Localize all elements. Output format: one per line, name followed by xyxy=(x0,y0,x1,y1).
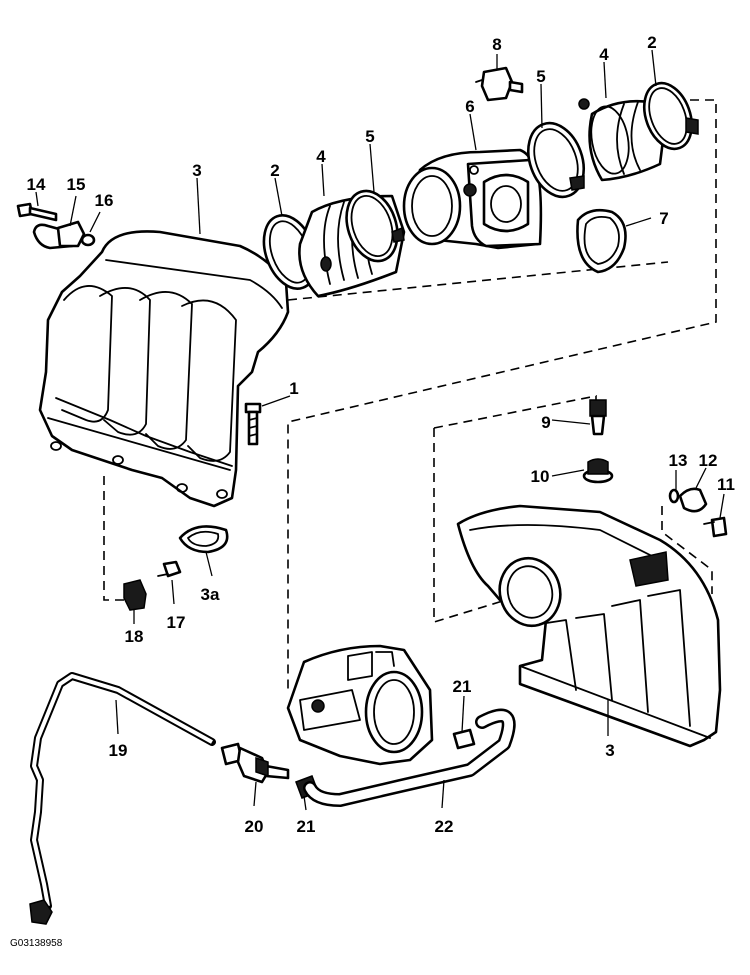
callout-18: 18 xyxy=(125,627,144,646)
throttle-body-lower-part xyxy=(286,644,434,766)
callout-5-left: 5 xyxy=(365,127,374,146)
drawing-code: G03138958 xyxy=(10,938,63,949)
fittings-17-18 xyxy=(123,560,182,611)
callout-5-right: 5 xyxy=(536,67,545,86)
callout-22: 22 xyxy=(435,817,454,836)
callout-3-upper: 3 xyxy=(192,161,201,180)
callout-13: 13 xyxy=(669,451,688,470)
callout-2-right: 2 xyxy=(647,33,656,52)
idle-valve-8-part xyxy=(475,66,524,102)
callout-12: 12 xyxy=(699,451,718,470)
callout-15: 15 xyxy=(67,175,86,194)
callout-4-right: 4 xyxy=(599,45,609,64)
clamp-5-right xyxy=(527,121,585,199)
vacuum-line-19-part xyxy=(29,672,216,925)
callout-4-left: 4 xyxy=(316,147,326,166)
fittings-11-13 xyxy=(668,487,728,538)
callout-8: 8 xyxy=(492,35,501,54)
callout-1: 1 xyxy=(289,379,298,398)
callout-9: 9 xyxy=(541,413,550,432)
callout-21-lower: 21 xyxy=(297,817,316,836)
sensor-assembly-14-16 xyxy=(16,202,96,250)
callout-11: 11 xyxy=(717,475,735,494)
callout-7: 7 xyxy=(659,209,668,228)
callout-labels: 8 2 4 5 6 5 4 2 3 14 15 16 7 1 9 13 12 1… xyxy=(27,33,735,836)
callout-3a: 3a xyxy=(201,585,220,604)
leader-lines xyxy=(35,49,725,811)
callout-2-left: 2 xyxy=(270,161,279,180)
callout-3-lower: 3 xyxy=(605,741,614,760)
lower-intake-manifold-part xyxy=(456,504,722,748)
callout-6: 6 xyxy=(465,97,474,116)
callout-20: 20 xyxy=(245,817,264,836)
upper-intake-manifold-part xyxy=(38,230,290,508)
sensor-9-part xyxy=(589,399,607,436)
throttle-housing-6-part xyxy=(402,148,543,250)
gasket-3a-part xyxy=(178,525,229,554)
callout-16: 16 xyxy=(95,191,114,210)
clamp-5-left xyxy=(345,189,405,263)
callout-19: 19 xyxy=(109,741,128,760)
bolt-part xyxy=(244,402,262,446)
hose-clamp-21-upper xyxy=(452,728,476,750)
hose-22-part xyxy=(303,708,516,807)
check-valve-20-part xyxy=(220,742,290,784)
callout-17: 17 xyxy=(167,613,186,632)
callout-10: 10 xyxy=(531,467,550,486)
callout-14: 14 xyxy=(27,175,46,194)
gasket-7-part xyxy=(576,208,627,274)
callout-21-upper: 21 xyxy=(453,677,472,696)
grommet-10-part xyxy=(582,458,614,484)
